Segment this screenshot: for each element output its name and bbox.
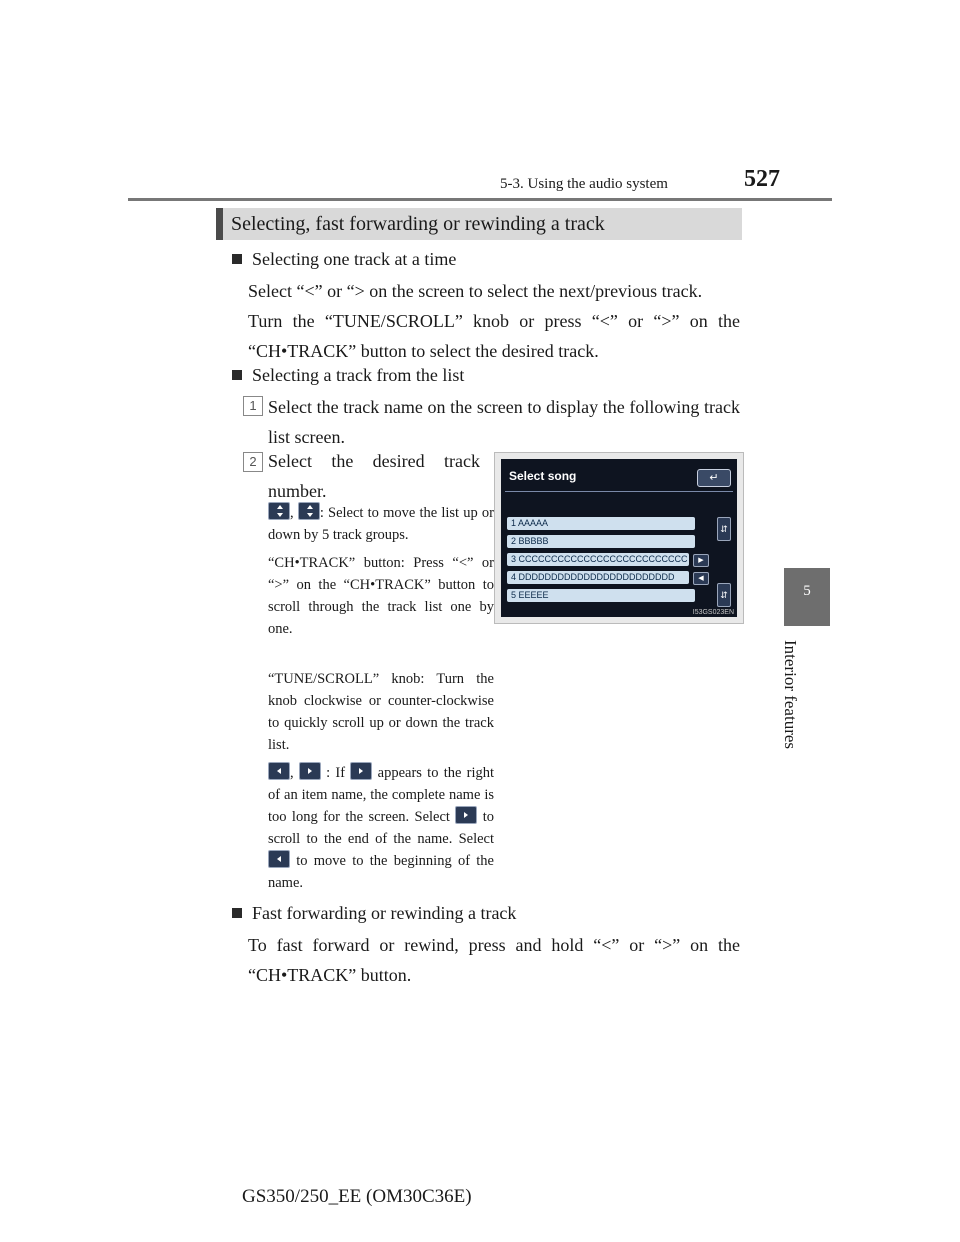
image-code: I53GS023EN xyxy=(692,609,734,616)
bullet-heading-1: Selecting one track at a time xyxy=(232,246,456,272)
paragraph: Turn the “TUNE/SCROLL” knob or press “<”… xyxy=(248,311,740,361)
paragraph: Select “<” or “> on the screen to select… xyxy=(248,281,703,301)
running-header-section: 5-3. Using the audio system xyxy=(500,176,668,192)
page-up-icon[interactable]: ⇵ xyxy=(717,517,731,541)
chapter-tab: 5 xyxy=(784,568,830,626)
scroll-left-icon xyxy=(268,850,290,868)
chapter-title: Interior features xyxy=(781,640,800,750)
scroll-right-icon xyxy=(455,806,478,824)
step-text: Select the track name on the screen to d… xyxy=(268,397,740,447)
bullet-heading-3: Fast forwarding or rewinding a track xyxy=(232,900,516,926)
bullet-heading-2: Selecting a track from the list xyxy=(232,362,464,388)
bullet-square-icon xyxy=(232,254,242,264)
screen-illustration: Select song ↵ 1 AAAAA 2 BBBBB 3 CCCCCCCC… xyxy=(494,452,744,624)
track-row[interactable]: 5 EEEEE xyxy=(507,589,695,602)
note-ch-track: “CH•TRACK” button: Press “<” or “>” on t… xyxy=(268,555,494,637)
track-row[interactable]: 4 DDDDDDDDDDDDDDDDDDDDDDDD xyxy=(507,571,689,584)
track-row[interactable]: 2 BBBBB xyxy=(507,535,695,548)
screen-title: Select song xyxy=(509,469,577,483)
note-name-scroll: , : If appears to the right of an item n… xyxy=(268,762,494,894)
track-row[interactable]: 1 AAAAA xyxy=(507,517,695,530)
bullet-square-icon xyxy=(232,908,242,918)
scroll-right-icon xyxy=(298,762,321,780)
step-text: Select the desired track number. xyxy=(268,451,480,501)
page-down-icon[interactable]: ⇵ xyxy=(717,583,731,607)
return-arrow-icon[interactable]: ↵ xyxy=(697,469,731,487)
scroll-right-icon[interactable]: ▶ xyxy=(693,554,709,567)
track-row[interactable]: 3 CCCCCCCCCCCCCCCCCCCCCCCCCC xyxy=(507,553,689,566)
note-scroll-buttons: , : Select to move the list up or down b… xyxy=(268,502,494,546)
scroll-left-icon[interactable]: ◀ xyxy=(693,572,709,585)
scroll-left-icon xyxy=(268,762,290,780)
screen-display: Select song ↵ 1 AAAAA 2 BBBBB 3 CCCCCCCC… xyxy=(501,459,737,617)
screen-divider xyxy=(505,491,733,492)
step-number: 2 xyxy=(243,452,263,472)
bullet-square-icon xyxy=(232,370,242,380)
step-number: 1 xyxy=(243,396,263,416)
page-number: 527 xyxy=(744,166,780,192)
header-rule xyxy=(128,198,832,201)
page-down-icon xyxy=(297,502,320,520)
page-up-icon xyxy=(268,502,290,520)
paragraph: To fast forward or rewind, press and hol… xyxy=(248,935,740,985)
model-footer: GS350/250_EE (OM30C36E) xyxy=(242,1186,472,1207)
section-title: Selecting, fast forwarding or rewinding … xyxy=(216,208,742,240)
scroll-right-icon xyxy=(350,762,373,780)
note-tune-scroll: “TUNE/SCROLL” knob: Turn the knob clockw… xyxy=(268,671,494,753)
